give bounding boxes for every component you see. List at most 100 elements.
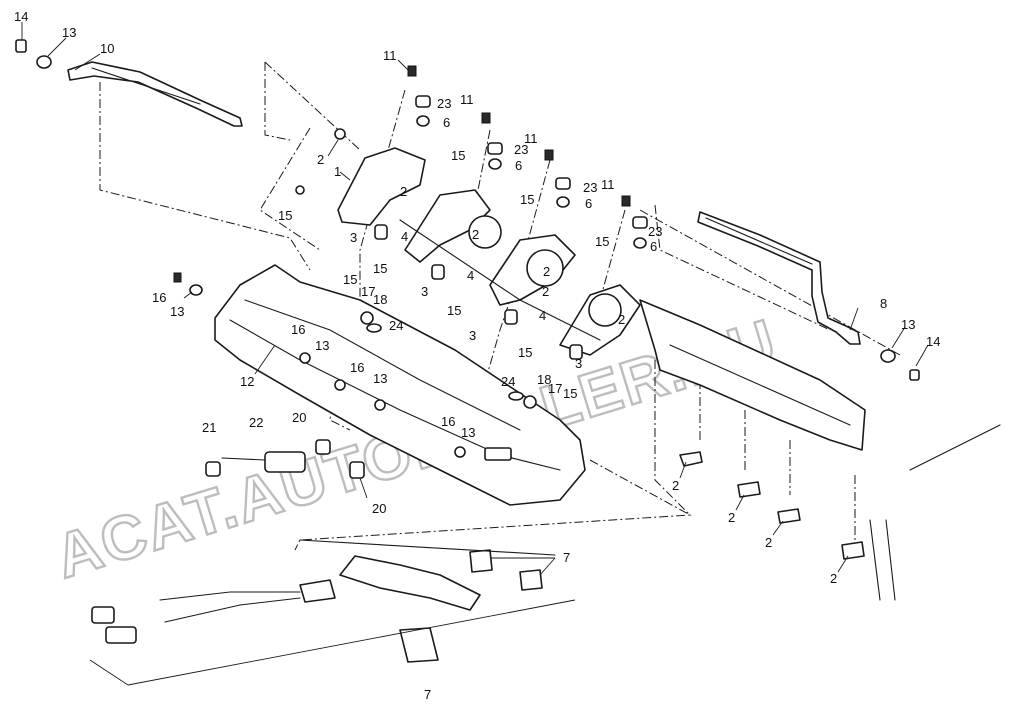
cap-23a <box>415 95 431 108</box>
callout-6: 6 <box>650 239 657 254</box>
link-rod <box>399 219 601 341</box>
wiper-arm-10-edge <box>91 67 201 105</box>
bolt-16a <box>173 272 182 283</box>
cowl-panel-12-outline <box>214 264 586 506</box>
callout-15: 15 <box>278 208 292 223</box>
callout-4: 4 <box>467 268 474 283</box>
screw-11d <box>621 195 631 207</box>
callout-23: 23 <box>648 224 662 239</box>
callout-4: 4 <box>539 308 546 323</box>
callout-18: 18 <box>537 372 551 387</box>
leader-2h <box>735 494 745 511</box>
wiper-arm-8-body <box>697 211 861 345</box>
callout-6: 6 <box>585 196 592 211</box>
ref-line-right3 <box>654 360 691 516</box>
wiring-harness-7 <box>89 539 576 686</box>
callout-23: 23 <box>514 142 528 157</box>
callout-14: 14 <box>14 9 28 24</box>
clips-right <box>679 451 865 560</box>
callout-15: 15 <box>518 345 532 360</box>
leader-lines <box>21 22 929 576</box>
nut-13c <box>299 352 311 364</box>
clip-2h <box>737 481 761 498</box>
bolt-3c <box>504 309 518 325</box>
callout-12: 12 <box>240 374 254 389</box>
callout-15: 15 <box>595 234 609 249</box>
cowl-slot <box>484 447 512 461</box>
harness-wire-1 <box>159 591 301 601</box>
callout-16: 16 <box>441 414 455 429</box>
callout-17: 17 <box>548 381 562 396</box>
callout-2: 2 <box>400 184 407 199</box>
washer-15a <box>295 185 305 195</box>
seal-24b <box>508 391 524 401</box>
ref-line-mid1 <box>359 89 406 300</box>
bolt-3b <box>431 264 445 280</box>
linkage-assembly <box>337 147 641 360</box>
leader-2j <box>837 555 849 573</box>
leader-20b <box>359 477 368 499</box>
callout-18: 18 <box>373 292 387 307</box>
callout-10: 10 <box>100 41 114 56</box>
callout-16: 16 <box>291 322 305 337</box>
callout-2: 2 <box>728 510 735 525</box>
ref-line-mid3 <box>479 159 551 401</box>
cowl-panel-12-crease2 <box>244 299 521 431</box>
cowl-panel-12 <box>214 264 586 506</box>
leader-10 <box>74 53 101 71</box>
callout-15: 15 <box>451 148 465 163</box>
nut-13d <box>880 349 896 363</box>
callout-13: 13 <box>62 25 76 40</box>
callout-23: 23 <box>583 180 597 195</box>
clip-2j <box>841 541 865 560</box>
callout-17: 17 <box>361 284 375 299</box>
cap-23c <box>555 177 571 190</box>
bushing-18a <box>360 311 374 325</box>
callout-15: 15 <box>373 261 387 276</box>
nut-6b <box>488 158 502 170</box>
callout-3: 3 <box>575 356 582 371</box>
callout-15: 15 <box>343 272 357 287</box>
harness-connector-c <box>519 569 543 591</box>
body-edge-line <box>909 424 1001 471</box>
screw-11a <box>407 65 417 77</box>
cowl-panel-12-crease <box>229 319 561 471</box>
callout-2: 2 <box>317 152 324 167</box>
leader-14b <box>915 344 929 367</box>
harness-wire-2 <box>164 597 301 623</box>
leader-2i <box>772 520 784 536</box>
nut-13b <box>189 284 203 296</box>
leader-12 <box>254 344 276 375</box>
nut-6d <box>633 237 647 249</box>
ref-line-left <box>99 82 311 271</box>
bracket-1 <box>337 147 426 226</box>
harness-leader-top <box>299 539 556 556</box>
body-edge-line2 <box>869 519 881 601</box>
callout-3: 3 <box>350 230 357 245</box>
callout-13: 13 <box>170 304 184 319</box>
callout-1: 1 <box>334 164 341 179</box>
leader-8 <box>849 307 859 331</box>
callout-13: 13 <box>373 371 387 386</box>
leader-11a <box>397 59 409 71</box>
callout-21: 21 <box>202 420 216 435</box>
ref-line-mid4 <box>599 209 626 301</box>
callout-11: 11 <box>601 177 615 192</box>
harness-bracket <box>339 555 481 611</box>
wiper-arm-8-edge <box>705 217 813 265</box>
harness-plate <box>399 627 439 663</box>
cap-14b <box>909 369 920 381</box>
callout-24: 24 <box>501 374 515 389</box>
washer-nozzles <box>205 439 365 479</box>
plug-b <box>105 626 137 644</box>
body-edge-line3 <box>885 519 896 601</box>
callout-8: 8 <box>880 296 887 311</box>
callouts: 14 13 10 11 23 11 6 2 1 23 11 6 15 2 23 … <box>14 9 940 702</box>
callout-11: 11 <box>460 92 474 107</box>
callout-13: 13 <box>901 317 915 332</box>
nut-16 <box>334 379 346 391</box>
callout-4: 4 <box>401 229 408 244</box>
wiper-arm-10 <box>15 39 243 127</box>
